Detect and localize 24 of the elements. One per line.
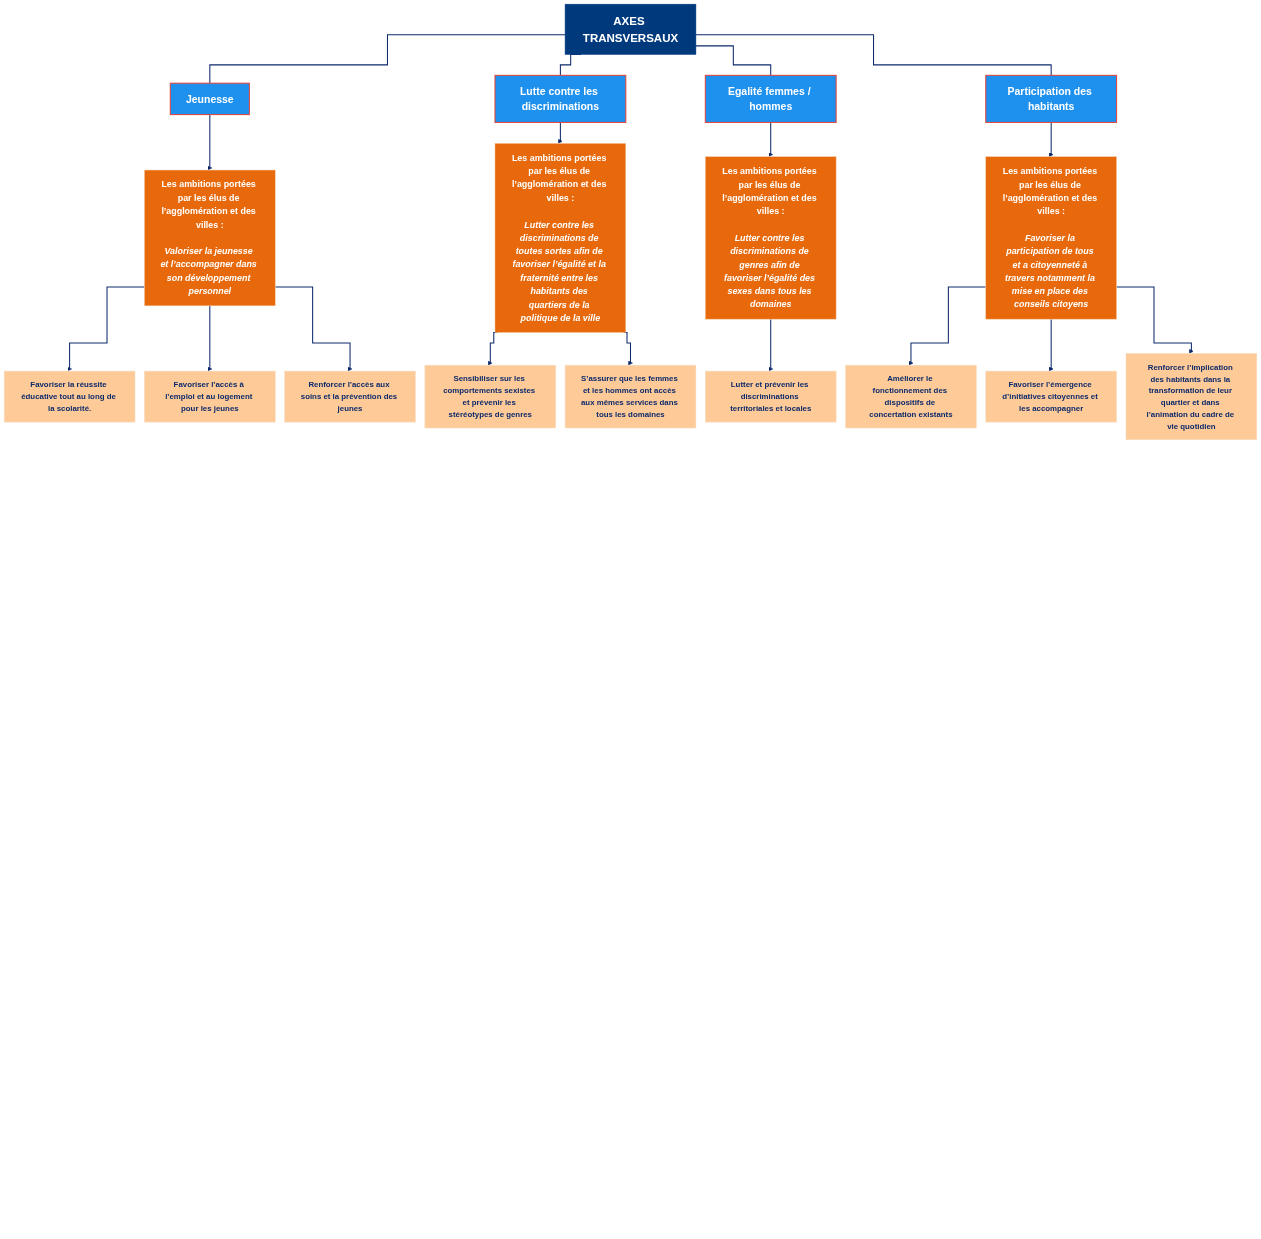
node-box: Lutte contre les discriminations xyxy=(494,74,627,123)
arrow xyxy=(1116,286,1194,354)
arrow xyxy=(274,286,353,372)
connector xyxy=(695,34,1052,76)
arrow xyxy=(623,332,633,366)
arrow xyxy=(207,305,213,372)
arrow xyxy=(1048,318,1054,372)
connector xyxy=(695,45,772,76)
node-box: Les ambitions portées par les élus de l’agglomération et des villes : Lutter contre les discriminations de genres afin de favoriser l’égalité des sexes dans tous les domaines xyxy=(705,156,837,320)
node-box: Egalité femmes / hommes xyxy=(704,74,837,123)
node-box: Jeunesse xyxy=(169,82,250,116)
connector xyxy=(209,34,566,84)
node-box: Participation des habitants xyxy=(985,74,1118,123)
arrow xyxy=(1048,121,1054,157)
node-box: Les ambitions portées par les élus de l’agglomération et des villes : Valoriser la jeunesse et l’accompagner dans son développement personnel xyxy=(144,169,276,307)
arrow xyxy=(558,121,563,144)
node-box: Les ambitions portées par les élus de l’agglomération et des villes : Lutter contre les discriminations de toutes sortes afin de favoriser l’égalité et la fraternité entre les habitants des quartiers de la politique de la ville xyxy=(494,143,627,333)
arrow xyxy=(207,114,213,171)
arrow xyxy=(768,121,774,157)
arrow xyxy=(908,286,987,366)
node-box: Les ambitions portées par les élus de l’agglomération et des villes : Favoriser la participation de tous et a citoyenneté à travers notamment la mise en place des conseils citoyens xyxy=(985,156,1117,320)
arrow xyxy=(67,286,145,372)
arrow xyxy=(768,318,774,372)
node-box: AXES TRANSVERSAUX xyxy=(564,3,697,55)
